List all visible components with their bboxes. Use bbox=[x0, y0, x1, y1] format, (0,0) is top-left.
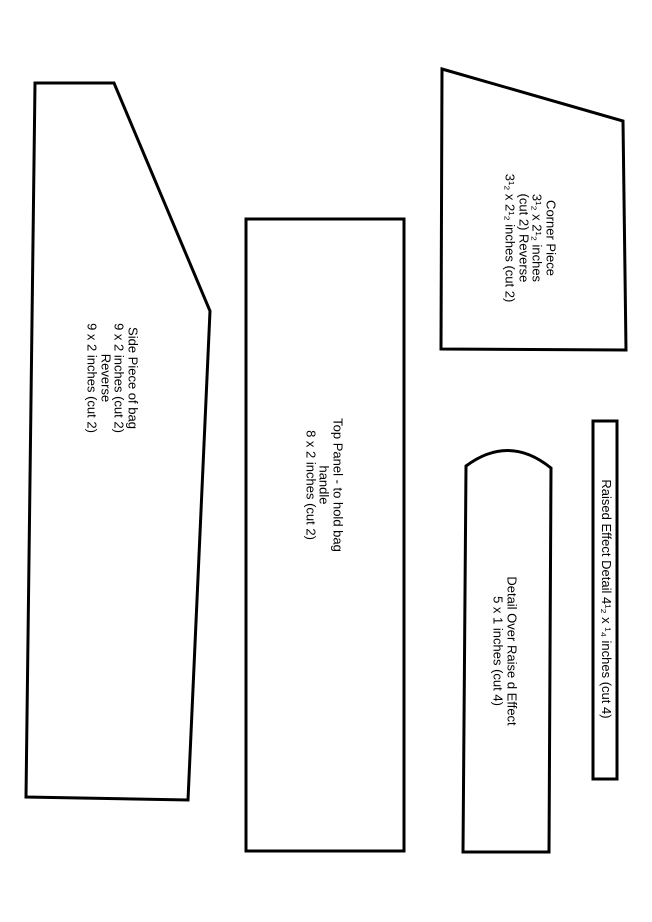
raised-effect-detail-label: Raised Effect Detail 4¹₂ x ¹₄ inches (cu… bbox=[598, 479, 614, 719]
corner-piece-label-line: 3¹₂ x 2¹₂ inches (cut 2) bbox=[502, 173, 518, 303]
side-piece-label-line: Reverse bbox=[98, 353, 113, 403]
side-piece-label-line: 9 x 2 inches (cut 2) bbox=[84, 323, 100, 433]
detail-over-raised-effect-label-line: 5 x 1 inches (cut 4) bbox=[491, 596, 506, 706]
corner-piece-label-line: (cut 2) Reverse bbox=[516, 193, 531, 283]
top-panel-outline bbox=[244, 217, 406, 853]
corner-piece-label: Corner Piece 3¹₂ x 2¹₂ inches (cut 2) Re… bbox=[502, 173, 559, 303]
top-panel-label: Top Panel - to hold bag handle 8 x 2 inc… bbox=[303, 418, 346, 552]
side-piece-label-line: Side Piece of bag bbox=[125, 327, 141, 429]
detail-over-raised-effect-outline bbox=[461, 449, 553, 854]
top-panel-label-line: Top Panel - to hold bag bbox=[330, 418, 346, 552]
corner-piece-label-line: 3¹₂ x 2¹₂ inches bbox=[529, 193, 545, 283]
top-panel-label-line: 8 x 2 inches (cut 2) bbox=[303, 430, 319, 540]
side-piece-label: Side Piece of bag 9 x 2 inches (cut 2) R… bbox=[84, 323, 141, 433]
corner-piece-label-line: Corner Piece bbox=[543, 200, 559, 276]
side-piece-label-line: 9 x 2 inches (cut 2) bbox=[111, 323, 127, 433]
side-piece-outline bbox=[24, 81, 212, 802]
detail-over-raised-effect-label: Detail Over Raise d Effect 5 x 1 inches … bbox=[491, 576, 520, 726]
raised-effect-detail-label-line: Raised Effect Detail 4¹₂ x ¹₄ inches (cu… bbox=[598, 479, 614, 719]
corner-piece-outline bbox=[439, 67, 628, 352]
raised-effect-detail-outline bbox=[591, 419, 619, 781]
top-panel-label-line: handle bbox=[316, 465, 332, 505]
detail-over-raised-effect-label-line: Detail Over Raise d Effect bbox=[504, 576, 520, 726]
